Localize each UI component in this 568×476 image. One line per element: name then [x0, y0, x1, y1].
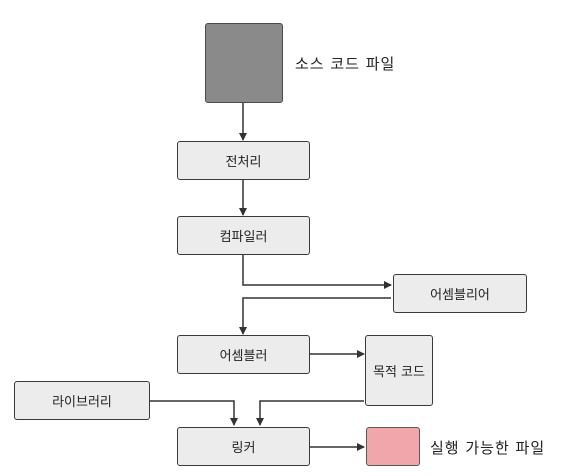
library-node: 라이브러리 [14, 381, 150, 420]
assembler-node: 어셈블러 [177, 335, 310, 374]
source-code-file-label: 소스 코드 파일 [295, 55, 396, 73]
edge-assembly-to-assembler [239, 297, 391, 335]
compiler-node: 컴파일러 [177, 216, 310, 255]
assembly-language-node: 어셈블리어 [393, 274, 527, 313]
edge-library-to-linker [150, 400, 238, 426]
linker-node: 링커 [177, 427, 310, 466]
edge-object-code-to-linker [256, 400, 364, 426]
source-code-file-box [205, 23, 283, 103]
executable-file-box [366, 427, 420, 466]
object-code-node: 목적 코드 [365, 335, 433, 406]
preprocessor-node: 전처리 [177, 141, 310, 180]
executable-file-label: 실행 가능한 파일 [430, 439, 546, 457]
edge-compiler-to-assembly [242, 255, 392, 289]
